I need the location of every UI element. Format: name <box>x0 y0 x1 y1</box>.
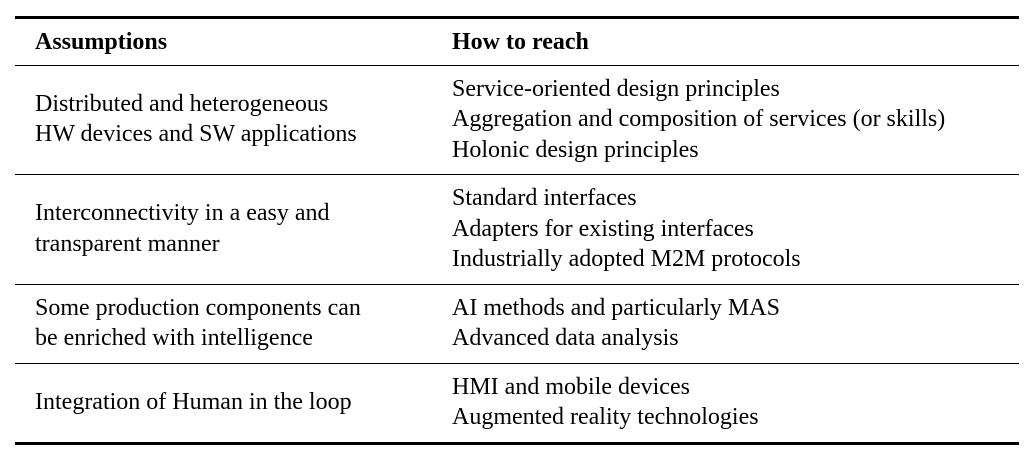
how-line: Augmented reality technologies <box>452 404 759 430</box>
table-row: Some production components can be enrich… <box>15 284 1019 363</box>
how-line: AI methods and particularly MAS <box>452 294 780 321</box>
how-line: Adapters for existing interfaces <box>452 215 754 242</box>
assumption-cell: Some production components can be enrich… <box>15 284 452 363</box>
assumption-line: Interconnectivity in a easy and <box>35 200 330 227</box>
assumption-line: Some production components can <box>35 294 361 321</box>
how-to-reach-cell: Standard interfaces Adapters for existin… <box>452 175 1019 285</box>
table-row: Interconnectivity in a easy and transpar… <box>15 175 1019 285</box>
assumption-line: Integration of Human in the loop <box>35 388 352 415</box>
how-to-reach-cell: HMI and mobile devices Augmented reality… <box>452 363 1019 443</box>
table-row: Integration of Human in the loop HMI and… <box>15 363 1019 443</box>
assumption-cell: Distributed and heterogeneous HW devices… <box>15 65 452 175</box>
how-line: HMI and mobile devices <box>452 373 690 400</box>
assumption-line: HW devices and SW applications <box>35 121 357 148</box>
how-line: Holonic design principles <box>452 136 699 163</box>
how-line: Standard interfaces <box>452 185 637 211</box>
table-row: Distributed and heterogeneous HW devices… <box>15 65 1019 175</box>
header-assumptions: Assumptions <box>35 29 168 55</box>
assumption-line: be enriched with intelligence <box>35 325 313 351</box>
assumptions-table-container: Assumptions How to reach Distributed and… <box>15 16 1019 445</box>
how-line: Industrially adopted M2M protocols <box>452 246 801 272</box>
assumption-cell: Integration of Human in the loop <box>15 363 452 443</box>
assumption-line: transparent manner <box>35 230 220 257</box>
how-line: Advanced data analysis <box>452 325 679 351</box>
table-header-row: Assumptions How to reach <box>15 17 1019 65</box>
how-to-reach-cell: Service-oriented design principles Aggre… <box>452 65 1019 175</box>
how-line: Service-oriented design principles <box>452 75 780 102</box>
how-to-reach-cell: AI methods and particularly MAS Advanced… <box>452 284 1019 363</box>
header-how-to-reach: How to reach <box>452 29 589 55</box>
assumptions-table: Assumptions How to reach Distributed and… <box>15 16 1019 445</box>
assumption-line: Distributed and heterogeneous <box>35 90 329 117</box>
how-line: Aggregation and composition of services … <box>452 106 946 132</box>
assumption-cell: Interconnectivity in a easy and transpar… <box>15 175 452 285</box>
